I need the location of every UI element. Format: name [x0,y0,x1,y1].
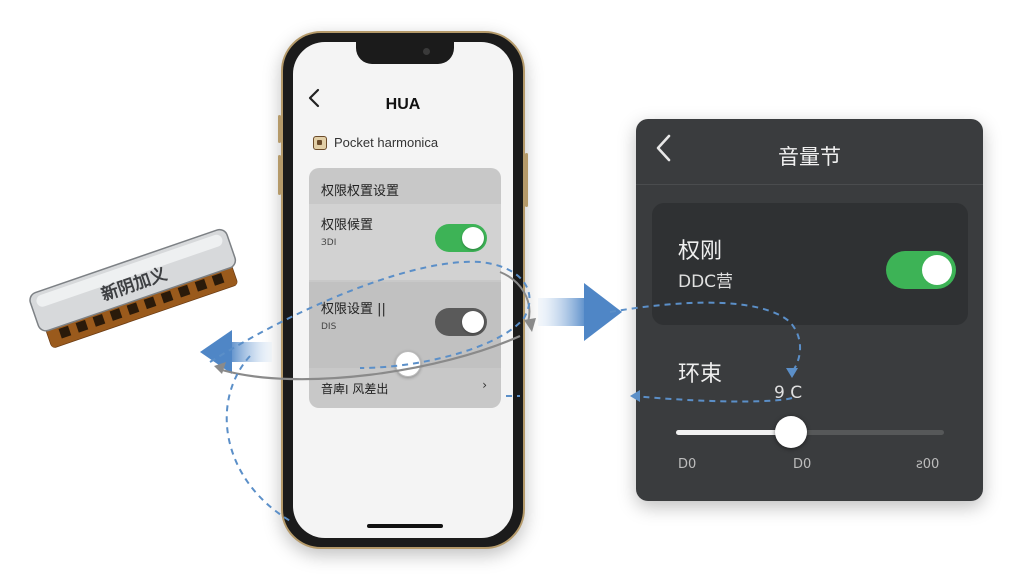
row-1-sub: ЗDI [321,238,337,248]
app-name: Pocket harmonica [334,135,439,150]
harmonica-app-icon [313,135,327,150]
setting-toggle[interactable] [886,251,956,289]
chevron-right-icon[interactable]: › [482,378,487,392]
volume-slider-track[interactable] [676,416,944,448]
panel-footer-label[interactable]: 音庳׀ 风差出 [321,382,389,396]
tick-label-max: ƨ00 [916,457,940,472]
slider-label: 环束 [678,362,723,387]
row-2-sub: DIS [321,322,337,332]
settings-row-1[interactable]: 权限候置 ЗDI [309,204,501,280]
card-title: 音量节 [778,145,841,169]
row-1-toggle[interactable] [435,224,487,252]
card-header: 音量节 [636,119,983,185]
home-indicator [367,524,443,528]
setting-value: DDC营 [678,272,734,292]
chevron-left-icon[interactable] [307,88,321,114]
phone-frame: HUA Pocket harmonica 权限权置设置 权限候置 ЗDI 权限设… [278,31,528,549]
app-row[interactable]: Pocket harmonica [313,135,438,150]
harmonica-image: 新阴加义 [29,228,238,348]
volume-settings-card: 音量节 权刚 DDC营 环束 9 C D0 D0 ƨ00 [636,119,983,501]
row-1-label: 权限候置 [321,218,374,233]
panel-header: 权限权置设置 [321,184,400,199]
phone-notch [356,42,454,64]
phone-screen: HUA Pocket harmonica 权限权置设置 权限候置 ЗDI 权限设… [293,42,513,538]
phone-slider-handle[interactable] [395,351,421,377]
tick-label-min: D0 [678,457,697,472]
volume-slider-thumb[interactable] [775,416,808,448]
arrow-right-icon [538,283,622,341]
chevron-left-icon[interactable] [654,133,672,171]
screen-title: HUA [385,96,421,113]
setting-label: 权刚 [678,239,723,264]
setting-row[interactable]: 权刚 DDC营 [652,203,968,325]
slider-value: 9 C [774,383,803,403]
volume-slider-fill [676,430,792,435]
row-2-toggle[interactable] [435,308,487,336]
tick-label-mid: D0 [793,457,812,472]
row-2-label: 权限设置 || [321,302,386,317]
